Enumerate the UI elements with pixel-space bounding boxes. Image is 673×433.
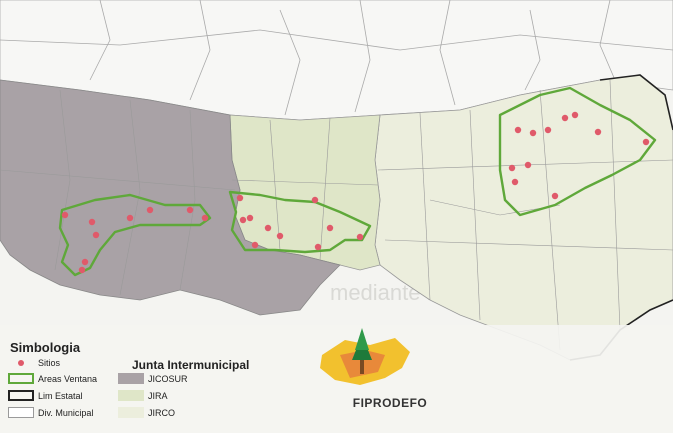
legend-label-div-municipal: Div. Municipal [38, 407, 94, 418]
areas-ventana-swatch-icon [8, 373, 34, 384]
region-jirco [374, 74, 673, 361]
div-municipal-swatch-icon [8, 407, 34, 418]
legend-label-lim-estatal: Lim Estatal [38, 390, 83, 401]
legend-item-lim-estatal: Lim Estatal [8, 390, 83, 401]
legend-item-jirco: JIRCO [118, 407, 175, 418]
legend-item-jicosur: JICOSUR [118, 373, 188, 384]
legend-label-areas-ventana: Areas Ventana [38, 373, 98, 384]
municipal-division-lines [0, 79, 673, 351]
jicosur-swatch-icon [118, 373, 144, 384]
jira-swatch-icon [118, 390, 144, 401]
areas-ventana [58, 86, 657, 277]
junta-intermunicipal-title: Junta Intermunicipal [132, 358, 250, 372]
legend-item-sitios: Sitios [8, 358, 60, 368]
legend-item-areas-ventana: Areas Ventana [8, 373, 97, 384]
sitio-dot-icon [18, 360, 24, 366]
legend-title: Simbologia [10, 340, 81, 355]
region-jicosur [0, 79, 341, 316]
logo-name: FIPRODEFO [352, 396, 428, 410]
sitios-points [61, 111, 650, 274]
legend-item-div-municipal: Div. Municipal [8, 407, 93, 418]
legend-item-jira: JIRA [118, 390, 168, 401]
legend-label-jira: JIRA [148, 390, 168, 401]
legend-label-sitios: Sitios [38, 358, 61, 368]
jirco-swatch-icon [118, 407, 144, 418]
legend-label-jirco: JIRCO [148, 407, 175, 418]
lim-estatal-swatch-icon [8, 390, 34, 401]
tree-state-logo-icon [320, 328, 410, 385]
legend-label-jicosur: JICOSUR [148, 373, 188, 384]
